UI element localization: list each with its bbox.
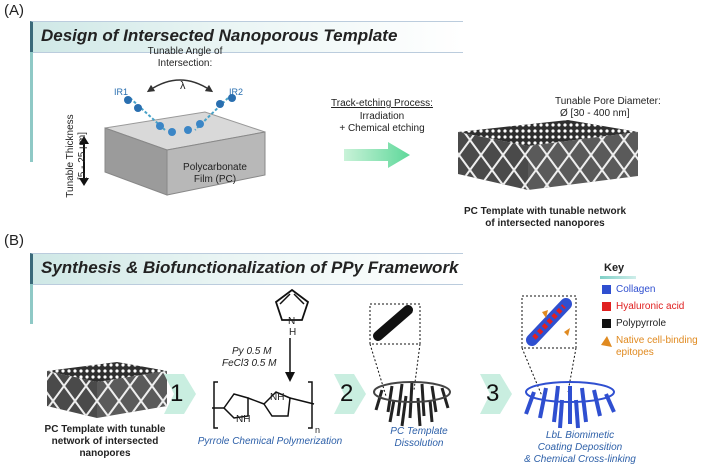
polypyrrole-structure [212, 381, 315, 429]
step1-number: 1 [170, 380, 184, 407]
step2-number: 2 [340, 380, 354, 407]
reagent-py: Py 0.5 M [232, 346, 272, 357]
pc-caption-line1: PC Template with tunable [44, 424, 166, 435]
polymer-nh-1: NH [236, 414, 251, 425]
pore-label-line2: Ø [30 - 400 nm] [560, 108, 630, 119]
panel-b-label: (B) [4, 232, 24, 249]
key-hyaluronic-label: Hyaluronic acid [616, 301, 685, 312]
ir1-label: IR1 [114, 87, 129, 97]
key-epitope-icon [601, 336, 612, 347]
key-hyaluronic-swatch [602, 302, 611, 311]
angle-label-line1: Tunable Angle of [147, 46, 223, 57]
step2-chevron [334, 374, 366, 414]
film-label-line2: Film (PC) [193, 174, 237, 185]
thickness-arrow [79, 136, 89, 186]
coated-framework [521, 295, 616, 429]
template-caption-line2: of intersected nanopores [485, 218, 605, 229]
reagent-fecl3: FeCl3 0.5 M [222, 358, 277, 369]
pc-caption-line3: nanopores [79, 448, 131, 459]
pc-template-a [458, 120, 638, 190]
ir2-label: IR2 [229, 87, 244, 97]
step3-chevron [480, 374, 512, 414]
angle-label-line2: Intersection: [157, 58, 213, 69]
polycarbonate-film-block [104, 111, 266, 196]
pyrrole-h: H [289, 327, 297, 338]
template-caption-line1: PC Template with tunable network [463, 206, 627, 217]
ppy-framework [369, 303, 451, 427]
key-title: Key [604, 262, 625, 274]
panel-b-banner: Synthesis & Biofunctionalization of PPy … [30, 253, 463, 285]
caption-step3-line2: Coating Deposition [537, 442, 623, 453]
ion-beam-diagram [124, 79, 236, 136]
pyrrole-n: N [288, 316, 296, 327]
polymer-subscript-n: n [315, 425, 321, 435]
panel-b-rule-vertical [30, 284, 33, 324]
key-polypyrrole-label: Polypyrrole [616, 318, 667, 329]
pore-label-line1: Tunable Pore Diameter: [555, 96, 661, 107]
thickness-label-line1: Tunable Thickness [65, 114, 76, 198]
process-line1: Irradiation [359, 111, 405, 122]
caption-step3-line1: LbL Biomimetic [545, 430, 615, 441]
film-label-line1: Polycarbonate [183, 162, 247, 173]
lambda-symbol: λ [180, 80, 186, 92]
step3-number: 3 [486, 380, 500, 407]
pc-caption-line2: network of intersected [51, 436, 159, 447]
process-line2: + Chemical etching [339, 123, 425, 134]
panel-a-label: (A) [4, 2, 24, 19]
key-underline [600, 276, 636, 279]
thickness-label-line2: [5 - 25 µm] [77, 132, 88, 180]
caption-step3-line3: & Chemical Cross-linking [524, 454, 636, 465]
process-arrow [344, 142, 410, 168]
caption-step2-line1: PC Template [390, 426, 448, 437]
panel-b-title: Synthesis & Biofunctionalization of PPy … [41, 258, 459, 277]
caption-step1: Pyrrole Chemical Polymerization [197, 436, 343, 447]
key-collagen-swatch [602, 285, 611, 294]
pyrrole-monomer [274, 288, 310, 321]
pc-template-b [47, 362, 167, 418]
step1-chevron [164, 374, 196, 414]
key-epitope-label-line1: Native cell-binding [616, 335, 698, 346]
key-polypyrrole-swatch [602, 319, 611, 328]
reaction-arrow [285, 338, 295, 382]
panel-a-title: Design of Intersected Nanoporous Templat… [41, 26, 398, 45]
key-collagen-label: Collagen [616, 284, 656, 295]
key-epitope-label-line2: epitopes [616, 347, 654, 358]
caption-step2-line2: Dissolution [394, 438, 444, 449]
panel-a-rule-vertical [30, 52, 33, 162]
polymer-nh-2: NH [270, 392, 285, 403]
panel-a-banner: Design of Intersected Nanoporous Templat… [30, 21, 463, 53]
process-title: Track-etching Process: [331, 98, 433, 109]
